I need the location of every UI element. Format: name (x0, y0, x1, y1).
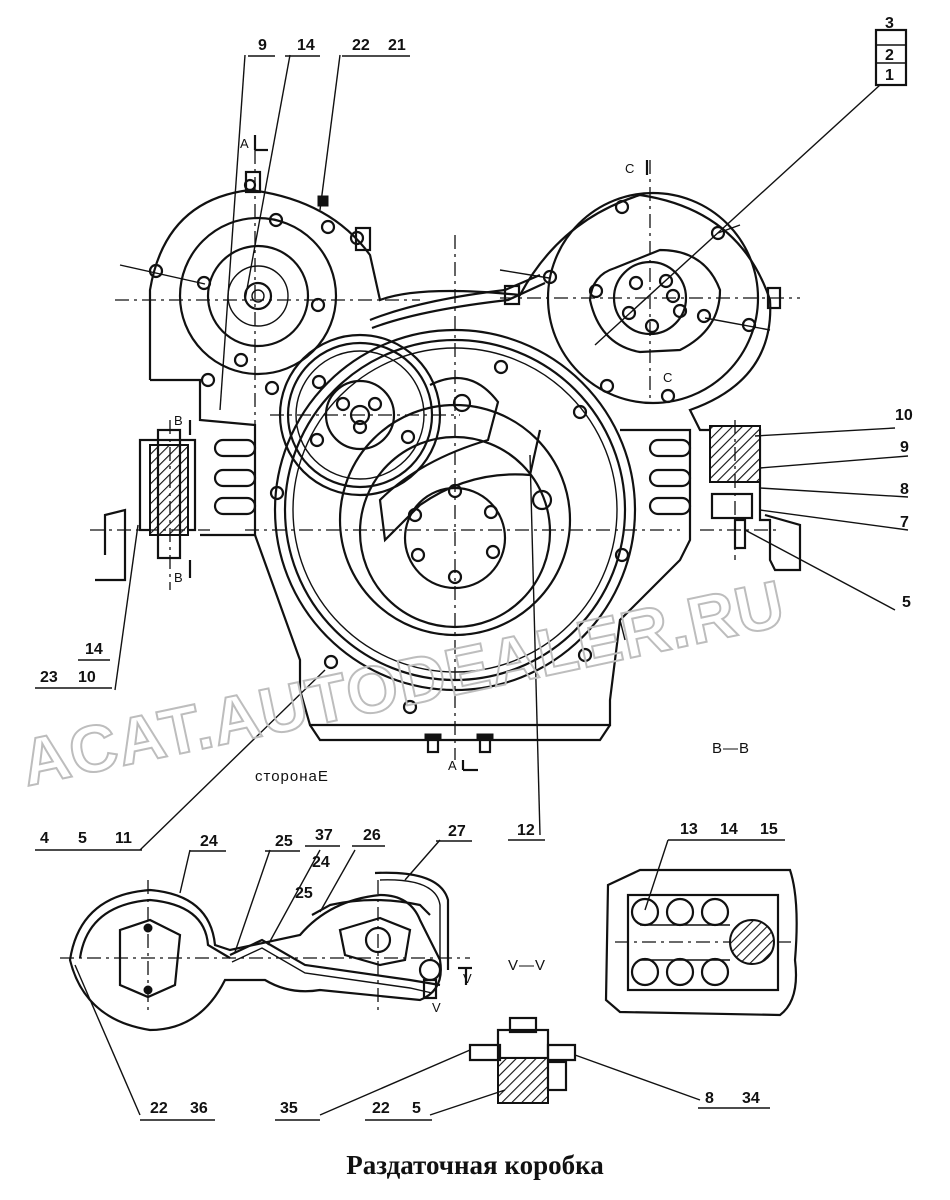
callout-b12: 12 (517, 822, 535, 839)
watermark: ACAT.AUTODEALER.RU (15, 566, 792, 800)
callout-e22: 22 (372, 1100, 390, 1117)
callout-e34: 34 (742, 1090, 760, 1107)
cover-detail (60, 839, 472, 1116)
callout-d25a: 25 (275, 833, 293, 850)
callout-r10: 10 (895, 407, 913, 424)
callout-b4: 4 (40, 830, 49, 847)
callout-e5: 5 (412, 1100, 421, 1117)
callout-c15: 15 (760, 821, 778, 838)
callout-l23: 23 (40, 669, 58, 686)
callout-r9: 9 (900, 439, 909, 456)
callout-top-21: 21 (388, 37, 406, 54)
port-block-section (604, 839, 798, 1017)
section-letter-c-top: C (625, 161, 634, 176)
section-letters: A A B B C C V V (174, 136, 672, 1015)
callout-d26: 26 (363, 827, 381, 844)
callout-r3: 3 (885, 15, 894, 32)
callout-top-9: 9 (258, 37, 267, 54)
callout-r5: 5 (902, 594, 911, 611)
callout-r7: 7 (900, 514, 909, 531)
callout-d24a: 24 (200, 833, 218, 850)
section-letter-v2: V (432, 1000, 441, 1015)
section-letter-b-bottom: B (174, 570, 183, 585)
callout-d36: 36 (190, 1100, 208, 1117)
valve-detail (319, 1016, 701, 1116)
section-letter-c-bottom: C (663, 370, 672, 385)
callout-l10: 10 (78, 669, 96, 686)
callout-r2: 2 (885, 47, 894, 64)
callout-d25b: 25 (295, 885, 313, 902)
callout-b11: 11 (115, 830, 132, 847)
callout-b5: 5 (78, 830, 87, 847)
callout-top-14: 14 (297, 37, 315, 54)
callout-e35: 35 (280, 1100, 298, 1117)
callouts: 9 14 22 21 3 2 1 10 9 8 7 5 14 23 10 4 5… (35, 15, 913, 1121)
view-label-section-b: B—B (712, 740, 750, 757)
diagram-caption: Раздаточная коробка (346, 1150, 604, 1180)
callout-d27: 27 (448, 823, 466, 840)
callout-d22: 22 (150, 1100, 168, 1117)
leader-lines (114, 54, 909, 851)
view-label-section-v: V—V (508, 957, 546, 974)
callout-c14: 14 (720, 821, 738, 838)
section-letter-a-top: A (240, 136, 249, 151)
section-letter-v1: V (463, 971, 472, 986)
callout-c13: 13 (680, 821, 698, 838)
main-assembly (90, 135, 802, 772)
callout-r8: 8 (900, 481, 909, 498)
callout-top-22: 22 (352, 37, 370, 54)
callout-e8: 8 (705, 1090, 714, 1107)
section-letter-b-top: B (174, 413, 183, 428)
callout-d24b: 24 (312, 854, 330, 871)
callout-d37: 37 (315, 827, 333, 844)
callout-r1: 1 (885, 67, 894, 84)
section-letter-a-bottom: A (448, 758, 457, 773)
callout-l14: 14 (85, 641, 103, 658)
view-label-side-e: сторонаE (255, 768, 329, 785)
